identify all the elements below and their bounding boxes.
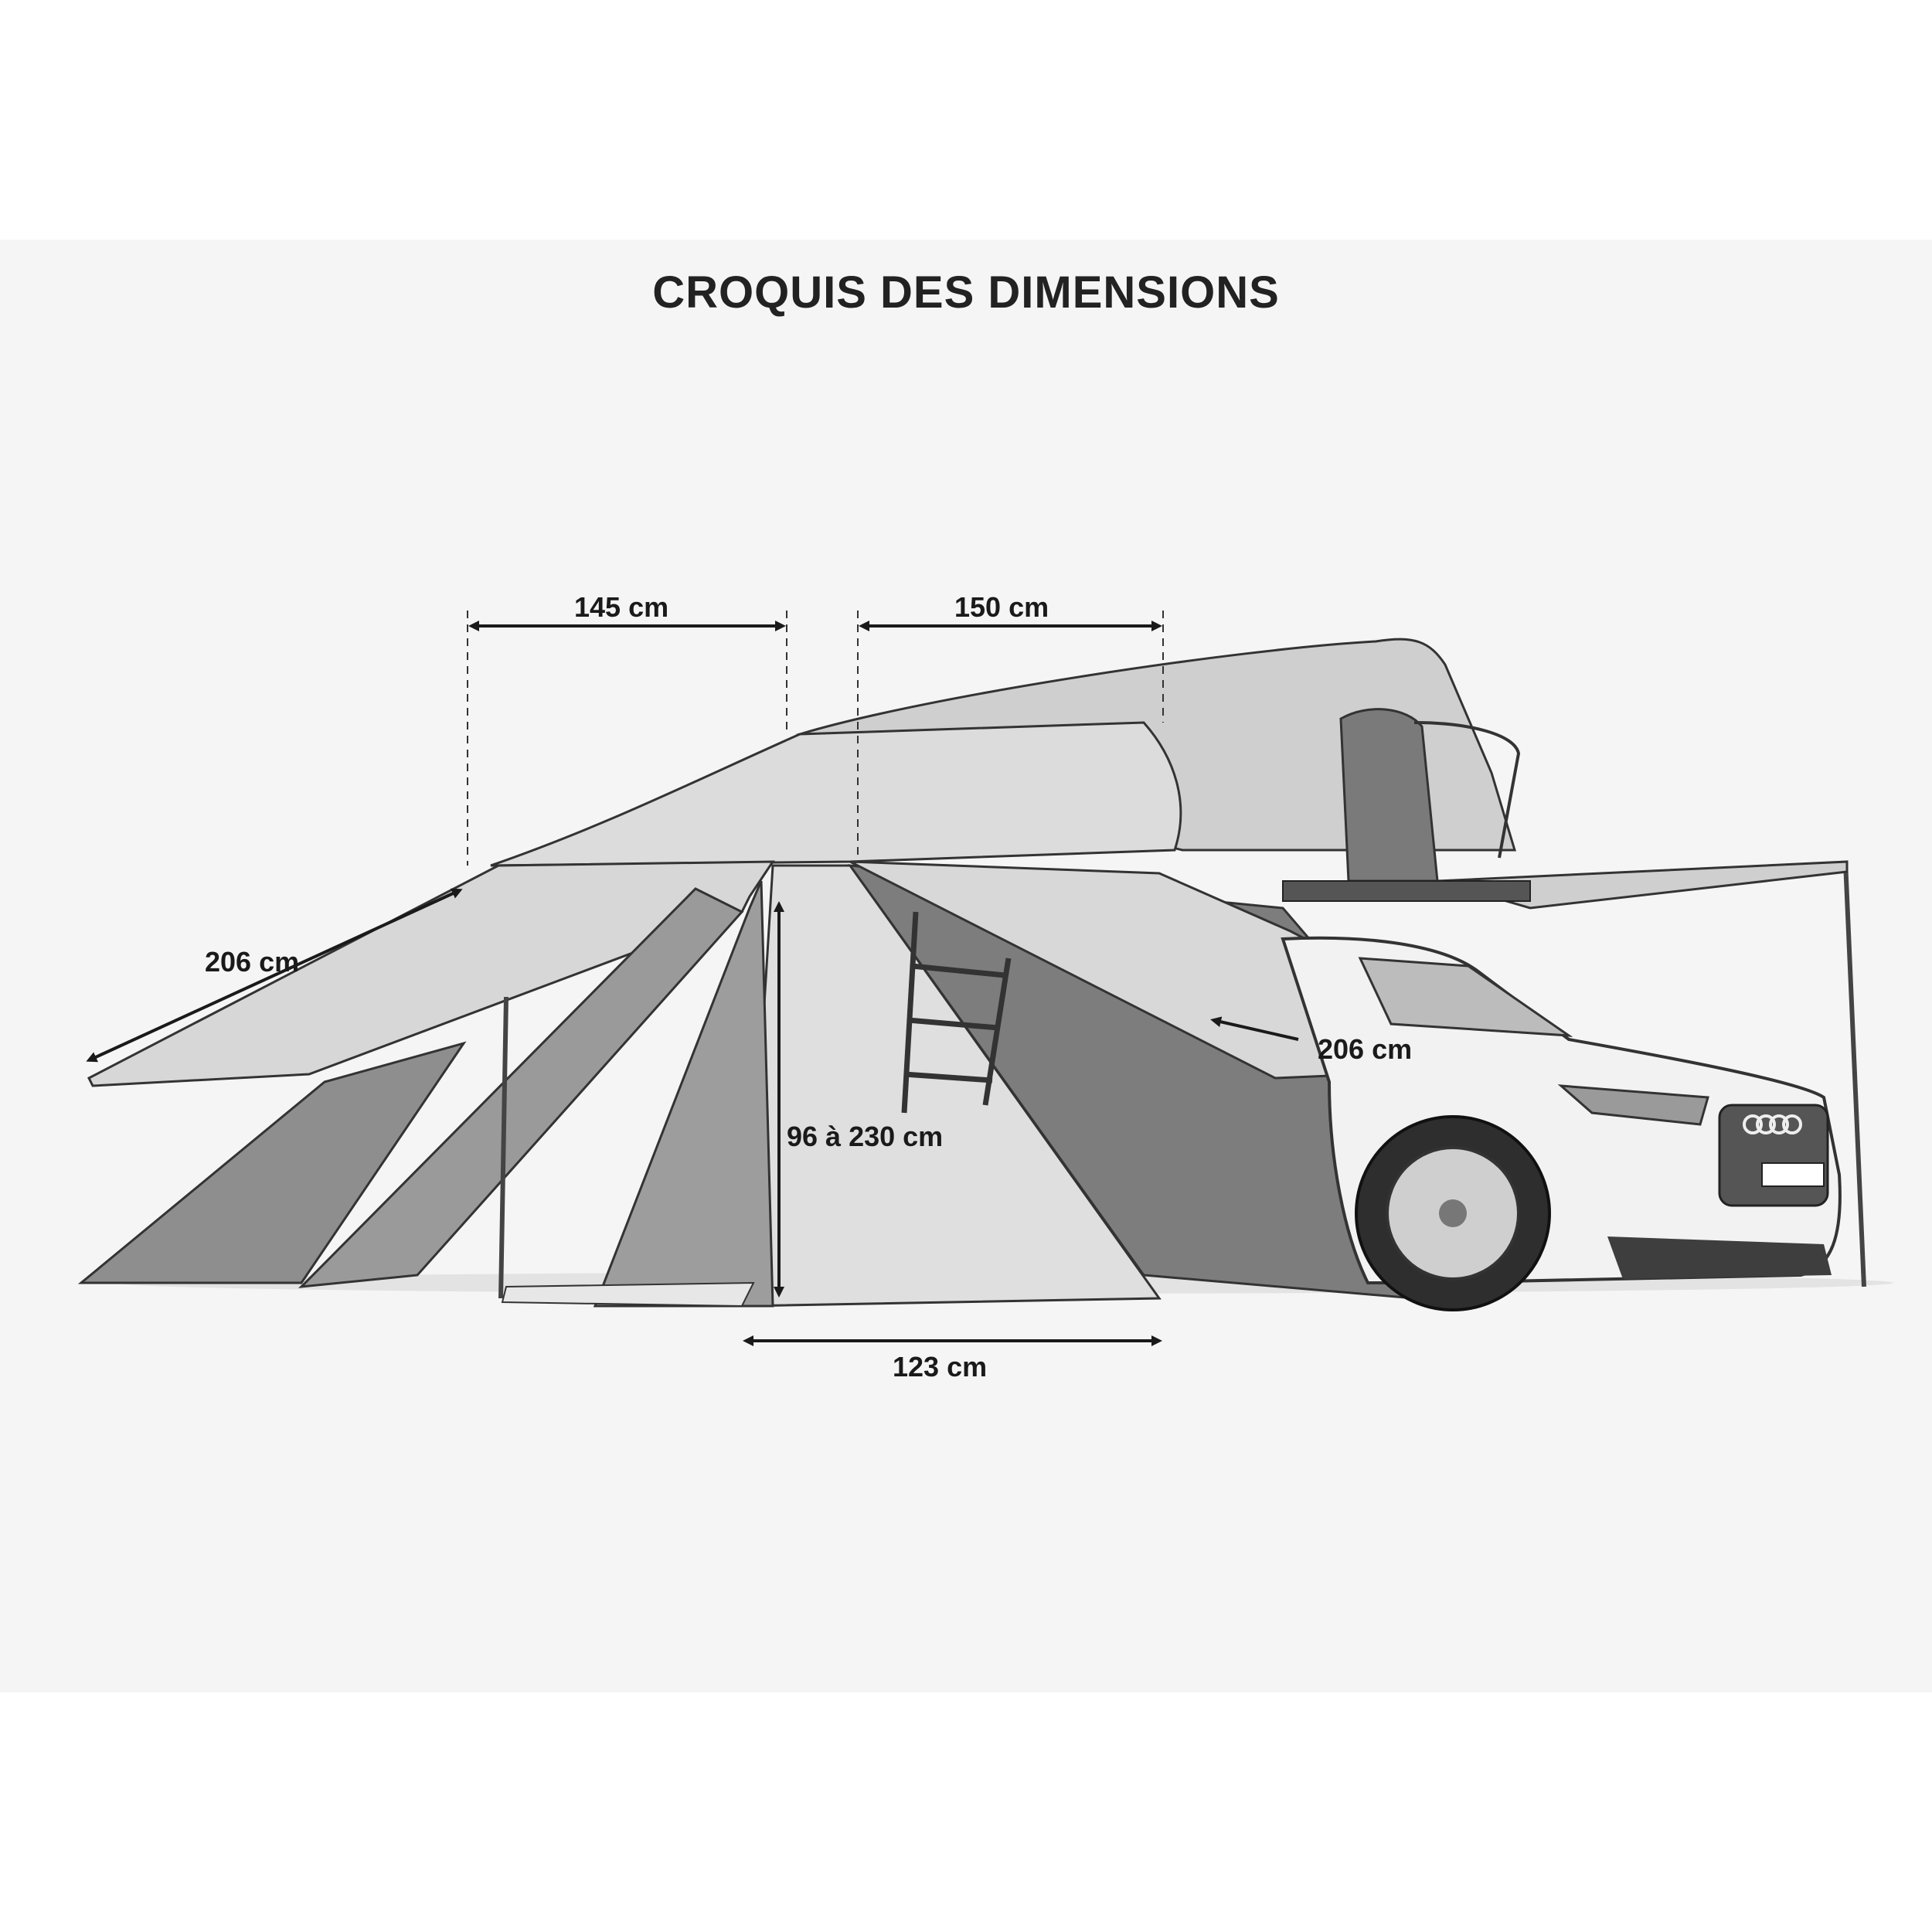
ladder xyxy=(901,911,1012,1114)
car xyxy=(1281,936,1842,1311)
car-headlight xyxy=(1557,1084,1709,1126)
awning-pole-right xyxy=(1843,861,1866,1287)
license-plate xyxy=(1761,1162,1825,1187)
arrow-right-awning xyxy=(1210,1016,1299,1041)
tent-window xyxy=(1339,708,1439,883)
left-pole xyxy=(498,996,509,1299)
car-hub xyxy=(1439,1199,1467,1227)
dim-label-right-awning: 206 cm xyxy=(1318,1033,1413,1065)
page-title: CROQUIS DES DIMENSIONS xyxy=(652,267,1280,318)
arrow-left-awning xyxy=(86,888,463,1063)
dim-label-bottom: 123 cm xyxy=(893,1351,988,1383)
tent-canopy xyxy=(490,721,1182,867)
car-logo xyxy=(1743,1114,1802,1134)
dim-label-height: 96 à 230 cm xyxy=(787,1121,944,1152)
car-windshield xyxy=(1358,957,1573,1037)
ground-sheet xyxy=(501,1281,755,1308)
left-wall-dark xyxy=(298,887,744,1288)
dim-label-top-right: 150 cm xyxy=(954,591,1049,623)
dimension-arrows xyxy=(86,621,1299,1346)
dim-label-top-left: 145 cm xyxy=(574,591,669,623)
dim-label-left-awning: 206 cm xyxy=(205,946,300,978)
window-visor xyxy=(1413,721,1521,859)
reference-lines xyxy=(467,611,1164,866)
center-wall-dark xyxy=(593,880,774,1308)
roof-platform xyxy=(1282,880,1531,902)
car-bumper xyxy=(1607,1236,1832,1279)
